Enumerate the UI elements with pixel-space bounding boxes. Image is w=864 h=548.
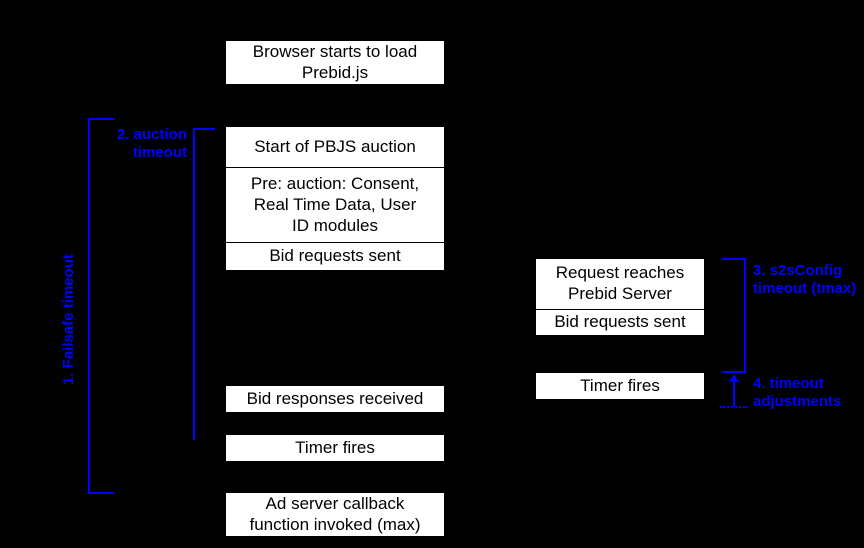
event-box-label: Timer fires <box>295 437 375 457</box>
annotation-label-auction-timeout: 2. auction timeout <box>116 126 187 161</box>
auction-bracket-top-tick <box>193 128 215 130</box>
event-cell-label: Pre: auction: Consent, Real Time Data, U… <box>250 174 420 235</box>
event-cell-label: Request reaches Prebid Server <box>555 263 685 303</box>
event-cell-client-bid-requests-sent: Bid requests sent <box>226 242 444 270</box>
timeout-adjustments-arrow-head <box>729 374 739 382</box>
auction-stack: Start of PBJS auction Pre: auction: Cons… <box>225 126 445 271</box>
event-cell-label: Bid requests sent <box>554 312 686 332</box>
event-box-bid-responses-received: Bid responses received <box>225 385 445 413</box>
annotation-label-s2sconfig-timeout: 3. s2sConfig timeout (tmax) <box>753 262 857 297</box>
event-box-client-timer-fires: Timer fires <box>225 434 445 462</box>
timeout-adjustments-dotted-leader <box>720 406 748 408</box>
event-cell-label: Bid requests sent <box>269 246 401 266</box>
auction-bracket-spine <box>193 128 195 440</box>
event-box-label: Timer fires <box>580 375 660 395</box>
s2sconfig-bracket-bottom-tick <box>722 371 746 373</box>
server-stack: Request reaches Prebid Server Bid reques… <box>535 258 705 336</box>
event-box-label: Ad server callback function invoked (max… <box>249 493 421 534</box>
annotation-label-timeout-adjustments: 4. timeout adjustments <box>753 375 842 410</box>
event-cell-request-reaches-server: Request reaches Prebid Server <box>536 259 704 309</box>
s2sconfig-bracket-spine <box>744 258 746 373</box>
event-box-server-timer-fires: Timer fires <box>535 372 705 400</box>
event-box-ad-server-callback: Ad server callback function invoked (max… <box>225 492 445 537</box>
event-box-label: Browser starts to load Prebid.js <box>252 41 418 82</box>
event-box-label: Bid responses received <box>246 388 424 408</box>
event-cell-server-bid-requests-sent: Bid requests sent <box>536 309 704 335</box>
failsafe-bracket-top-tick <box>88 118 114 120</box>
timeout-adjustments-arrow-shaft <box>733 381 735 407</box>
event-cell-start-pbjs-auction: Start of PBJS auction <box>226 127 444 167</box>
failsafe-bracket-spine <box>88 118 90 494</box>
failsafe-bracket-bottom-tick <box>88 492 114 494</box>
event-cell-label: Start of PBJS auction <box>254 136 416 156</box>
event-box-browser-load: Browser starts to load Prebid.js <box>225 40 445 85</box>
event-cell-pre-auction-modules: Pre: auction: Consent, Real Time Data, U… <box>226 167 444 242</box>
annotation-label-failsafe-timeout: 1. Failsafe timeout <box>60 254 77 385</box>
s2sconfig-bracket-top-tick <box>722 258 746 260</box>
